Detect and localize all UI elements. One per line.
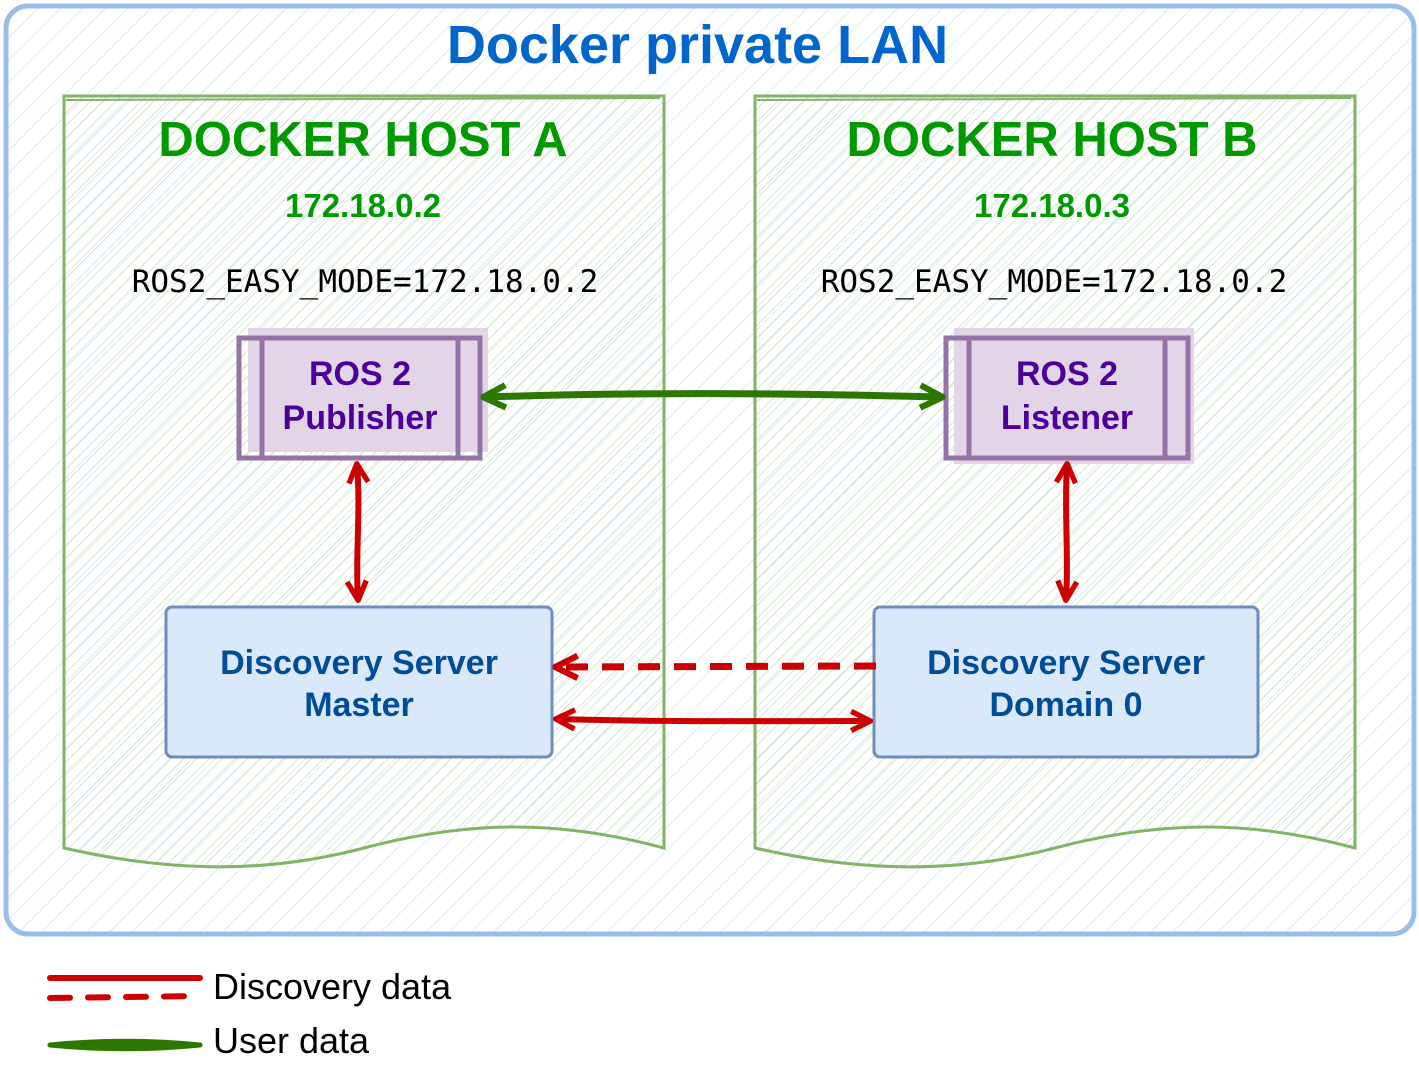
discovery-arrow-listener-domain0 [1066,466,1067,598]
discovery-server-domain0 [872,605,1260,759]
host-a-title: DOCKER HOST A [158,113,568,167]
legend-discovery-dashed-line [47,993,203,1001]
legend-user-label: User data [213,1020,370,1061]
legend-user-line [47,1038,203,1052]
ros2-listener-node [943,328,1194,464]
host-b-ip: 172.18.0.3 [974,187,1130,224]
lan-title: Docker private LAN [446,15,949,75]
discovery-server-master [164,605,554,759]
discovery-arrow-publisher-master [357,466,358,598]
domain0-label-line2: Domain 0 [989,686,1143,724]
host-b-env: ROS2_EASY_MODE=172.18.0.2 [820,264,1288,300]
publisher-label-line1: ROS 2 [308,355,412,393]
host-b-title: DOCKER HOST B [846,113,1258,167]
publisher-label-line2: Publisher [282,399,438,437]
master-label: Discovery Server Master [166,642,552,726]
listener-label-line2: Listener [1000,399,1134,437]
master-label-line1: Discovery Server [220,644,498,682]
host-a-env: ROS2_EASY_MODE=172.18.0.2 [131,264,599,300]
discovery-solid-arrow-servers [558,719,868,721]
user-data-arrow [486,394,940,397]
discovery-dashed-arrow [558,666,877,667]
publisher-label: ROS 2 Publisher [262,352,458,440]
domain0-label: Discovery Server Domain 0 [874,642,1258,726]
ros2-publisher-node [236,328,488,461]
legend-discovery-label: Discovery data [213,966,452,1007]
listener-label: ROS 2 Listener [969,352,1165,440]
listener-label-line1: ROS 2 [1015,355,1119,393]
master-label-line2: Master [304,686,414,724]
host-a-ip: 172.18.0.2 [285,187,441,224]
domain0-label-line1: Discovery Server [927,644,1205,682]
